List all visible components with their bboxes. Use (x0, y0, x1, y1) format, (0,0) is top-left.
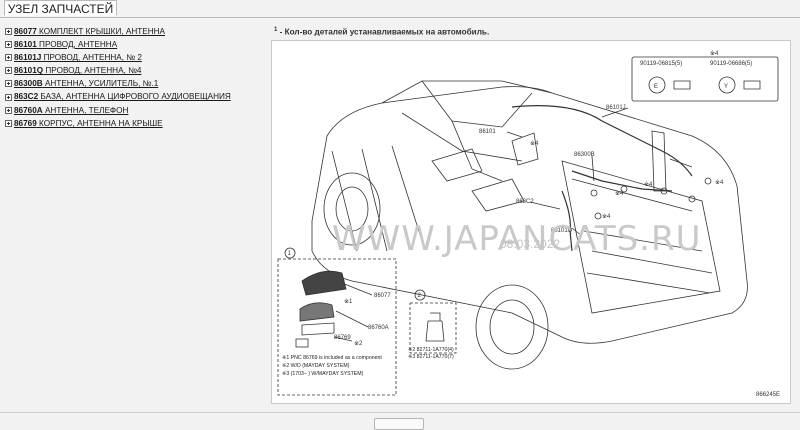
callout-label: ※4 (715, 179, 724, 186)
diagram-drawing: E Y ※4 90119-06815(5) 90119-06686(5) 861… (277, 50, 780, 398)
callout-label: 86101Q (551, 228, 573, 234)
parts-list: 86077 КОМПЛЕКТ КРЫШКИ, АНТЕННА 86101 ПРО… (5, 25, 267, 130)
watermark: WWW.JAPANCATS.RU (332, 219, 702, 259)
clip-part-no: ※3 82711-1A770(7) (408, 354, 454, 360)
part-link[interactable]: 86077 КОМПЛЕКТ КРЫШКИ, АНТЕННА (14, 27, 165, 36)
expand-icon[interactable] (5, 54, 12, 62)
part-link[interactable]: 86101 ПРОВОД, АНТЕННА (14, 40, 118, 50)
fastener-letter: E (654, 84, 658, 90)
expand-icon[interactable] (5, 28, 12, 36)
part-link[interactable]: 86760A АНТЕННА, ТЕЛЕФОН (14, 105, 129, 115)
inset-part-label: 86760A (368, 325, 389, 331)
footer-divider (0, 412, 800, 413)
part-link[interactable]: 86769 КОРПУС, АНТЕННА НА КРЫШЕ (14, 118, 163, 128)
expand-icon[interactable] (5, 93, 12, 101)
inset-part-label: ※2 (354, 340, 363, 347)
part-link[interactable]: 863C2 БАЗА, АНТЕННА ЦИФРОВОГО АУДИОВЕЩАН… (14, 92, 231, 102)
watermark-date: 08.03.2022 (500, 237, 561, 251)
list-item: 86760A АНТЕННА, ТЕЛЕФОН (5, 104, 267, 117)
list-item: 86101Q ПРОВОД, АНТЕННА, №4 (5, 64, 267, 77)
list-item: 86101 ПРОВОД, АНТЕННА (5, 38, 267, 51)
callout-label: 86101 (479, 129, 496, 135)
expand-icon[interactable] (5, 80, 12, 88)
expand-icon[interactable] (5, 41, 12, 49)
fastener-part-no: 90119-06686(5) (710, 61, 752, 67)
figure-code: 866245E (756, 392, 780, 398)
expand-icon[interactable] (5, 106, 12, 114)
tab-parts-unit[interactable]: УЗЕЛ ЗАПЧАСТЕЙ (4, 0, 117, 16)
inset-note: ※2 W/D (MAYDAY SYSTEM) (282, 363, 350, 369)
inset-number: 2 (418, 293, 422, 299)
callout-label: ※4 (615, 190, 624, 197)
footer-button[interactable] (374, 418, 424, 430)
inset-part-label: 86077 (374, 293, 391, 299)
tab-bar: УЗЕЛ ЗАПЧАСТЕЙ (0, 0, 800, 18)
inset-note: ※3 (1703– ) W/MAYDAY SYSTEM) (282, 371, 364, 377)
list-item: 863C2 БАЗА, АНТЕННА ЦИФРОВОГО АУДИОВЕЩАН… (5, 90, 267, 103)
fastener-letter: Y (724, 84, 728, 90)
part-link[interactable]: 86101Q ПРОВОД, АНТЕННА, №4 (14, 66, 142, 76)
callout-label: ※4 (530, 140, 539, 147)
list-item: 86077 КОМПЛЕКТ КРЫШКИ, АНТЕННА (5, 25, 267, 38)
parts-diagram: E Y ※4 90119-06815(5) 90119-06686(5) 861… (271, 40, 791, 404)
callout-label: ※4 (644, 181, 653, 188)
part-link[interactable]: 86101J ПРОВОД, АНТЕННА, № 2 (14, 53, 142, 63)
list-item: 86101J ПРОВОД, АНТЕННА, № 2 (5, 51, 267, 64)
part-link[interactable]: 86300B АНТЕННА, УСИЛИТЕЛЬ, №.1 (14, 79, 159, 89)
expand-icon[interactable] (5, 67, 12, 75)
inset-number: 1 (288, 251, 292, 257)
expand-icon[interactable] (5, 119, 12, 127)
fastener-part-no: 90119-06815(5) (640, 61, 682, 67)
callout-label: 86101J (606, 105, 626, 111)
inset-note: ※1 PNC 86769 is included as a component (282, 355, 382, 361)
callout-label: ※4 (602, 213, 611, 220)
inset-header: ※4 (710, 50, 719, 57)
list-item: 86300B АНТЕННА, УСИЛИТЕЛЬ, №.1 (5, 77, 267, 90)
callout-label: 86300B (574, 152, 595, 158)
callout-label: 863C2 (516, 199, 534, 205)
quantity-note: 1 - Кол-во деталей устанавливаемых на ав… (274, 27, 490, 37)
inset-part-label: ※1 (344, 298, 353, 305)
list-item: 86769 КОРПУС, АНТЕННА НА КРЫШЕ (5, 117, 267, 130)
inset-part-label: 86769 (334, 335, 351, 341)
clip-part-no: ※2 82711-1A770(4) (408, 347, 454, 353)
